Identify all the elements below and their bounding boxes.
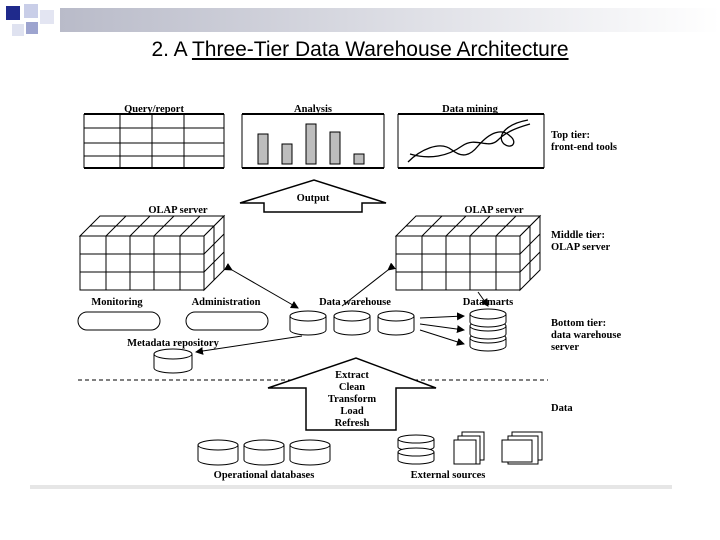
analysis-bar bbox=[281, 143, 293, 165]
top-tier-label-1: Top tier: bbox=[551, 130, 590, 141]
bottom-tier-label-1: Bottom tier: bbox=[551, 318, 606, 329]
external-db-cylinder bbox=[397, 447, 435, 465]
warehouse-to-marts-arrow-2 bbox=[419, 323, 465, 334]
external-sources bbox=[397, 431, 543, 465]
administration-box bbox=[185, 311, 269, 331]
etl-step-load: Load bbox=[340, 406, 364, 417]
data-tier-label: Data bbox=[551, 403, 573, 414]
query-report-panel bbox=[83, 113, 225, 169]
bottom-tier-label-3: server bbox=[551, 342, 579, 353]
external-db-cylinder bbox=[397, 434, 435, 452]
etl-arrow: Extract Clean Transform Load Refresh bbox=[267, 357, 437, 431]
data-warehouse-label: Data warehouse bbox=[319, 297, 391, 308]
olap-cube-left bbox=[78, 214, 226, 292]
dm-cylinder bbox=[469, 308, 507, 328]
data-mining-curve bbox=[407, 119, 529, 163]
dw-cylinder bbox=[289, 310, 327, 336]
etl-step-transform: Transform bbox=[328, 394, 376, 405]
data-mining-label: Data mining bbox=[442, 104, 498, 115]
middle-tier: OLAP server OLAP server bbox=[78, 205, 611, 292]
bottom-tier: Monitoring Administration Data warehouse… bbox=[77, 297, 621, 374]
warehouse-to-metadata-arrow bbox=[195, 335, 303, 355]
query-report-label: Query/report bbox=[124, 104, 184, 115]
output-label: Output bbox=[297, 193, 330, 204]
data-marts-cylinders bbox=[469, 308, 507, 352]
bottom-shadow-band bbox=[30, 485, 672, 489]
olap-server-left-label: OLAP server bbox=[148, 205, 208, 216]
analysis-label: Analysis bbox=[294, 104, 332, 115]
bottom-tier-label-2: data warehouse bbox=[551, 330, 621, 341]
analysis-bar bbox=[329, 131, 341, 165]
operational-databases-label: Operational databases bbox=[214, 470, 315, 481]
slide-title: 2. A Three-Tier Data Warehouse Architect… bbox=[0, 38, 720, 62]
olap-right-to-marts-arrow bbox=[477, 291, 489, 307]
dw-cylinder bbox=[377, 310, 415, 336]
warehouse-to-marts-arrow-1 bbox=[419, 312, 465, 321]
operational-db-cylinder bbox=[243, 439, 285, 466]
middle-tier-label-2: OLAP server bbox=[551, 242, 611, 253]
etl-step-clean: Clean bbox=[339, 382, 365, 393]
warehouse-to-marts-arrow-3 bbox=[419, 329, 465, 346]
middle-tier-label-1: Middle tier: bbox=[551, 230, 605, 241]
dw-cylinder bbox=[333, 310, 371, 336]
analysis-bar bbox=[353, 153, 365, 165]
data-mining-curve-2 bbox=[409, 123, 531, 158]
connector-arrows bbox=[195, 262, 489, 355]
top-tier-label-2: front-end tools bbox=[551, 142, 617, 153]
monitoring-label: Monitoring bbox=[91, 297, 143, 308]
olap-right-to-warehouse-arrow bbox=[341, 262, 396, 307]
etl-step-extract: Extract bbox=[335, 370, 369, 381]
title-prefix: 2. A bbox=[151, 38, 192, 61]
operational-db-cylinder bbox=[197, 439, 239, 466]
title-underlined: Three-Tier Data Warehouse Architecture bbox=[191, 38, 569, 61]
external-sources-label: External sources bbox=[411, 470, 486, 481]
data-warehouse-cylinders bbox=[289, 310, 415, 336]
output-arrow: Output bbox=[239, 179, 387, 213]
olap-left-to-warehouse-arrow bbox=[223, 263, 299, 309]
operational-db-cylinder bbox=[289, 439, 331, 466]
analysis-bars bbox=[257, 123, 365, 165]
top-tier: Query/report Analysis Data mining bbox=[83, 104, 617, 169]
olap-cube-right bbox=[394, 214, 542, 292]
olap-server-right-label: OLAP server bbox=[464, 205, 524, 216]
administration-label: Administration bbox=[192, 297, 261, 308]
slide-header-decoration bbox=[6, 4, 720, 36]
etl-step-refresh: Refresh bbox=[335, 418, 370, 429]
metadata-repository-label: Metadata repository bbox=[127, 338, 219, 349]
data-marts-label: Data marts bbox=[463, 297, 513, 308]
analysis-bar bbox=[305, 123, 317, 165]
data-mining-panel bbox=[397, 113, 545, 169]
external-doc-stack bbox=[453, 431, 485, 465]
external-doc-stack bbox=[501, 431, 543, 465]
metadata-repository-cylinder bbox=[153, 348, 193, 374]
operational-databases bbox=[197, 439, 331, 466]
analysis-panel bbox=[241, 113, 385, 169]
monitoring-box bbox=[77, 311, 161, 331]
analysis-bar bbox=[257, 133, 269, 165]
